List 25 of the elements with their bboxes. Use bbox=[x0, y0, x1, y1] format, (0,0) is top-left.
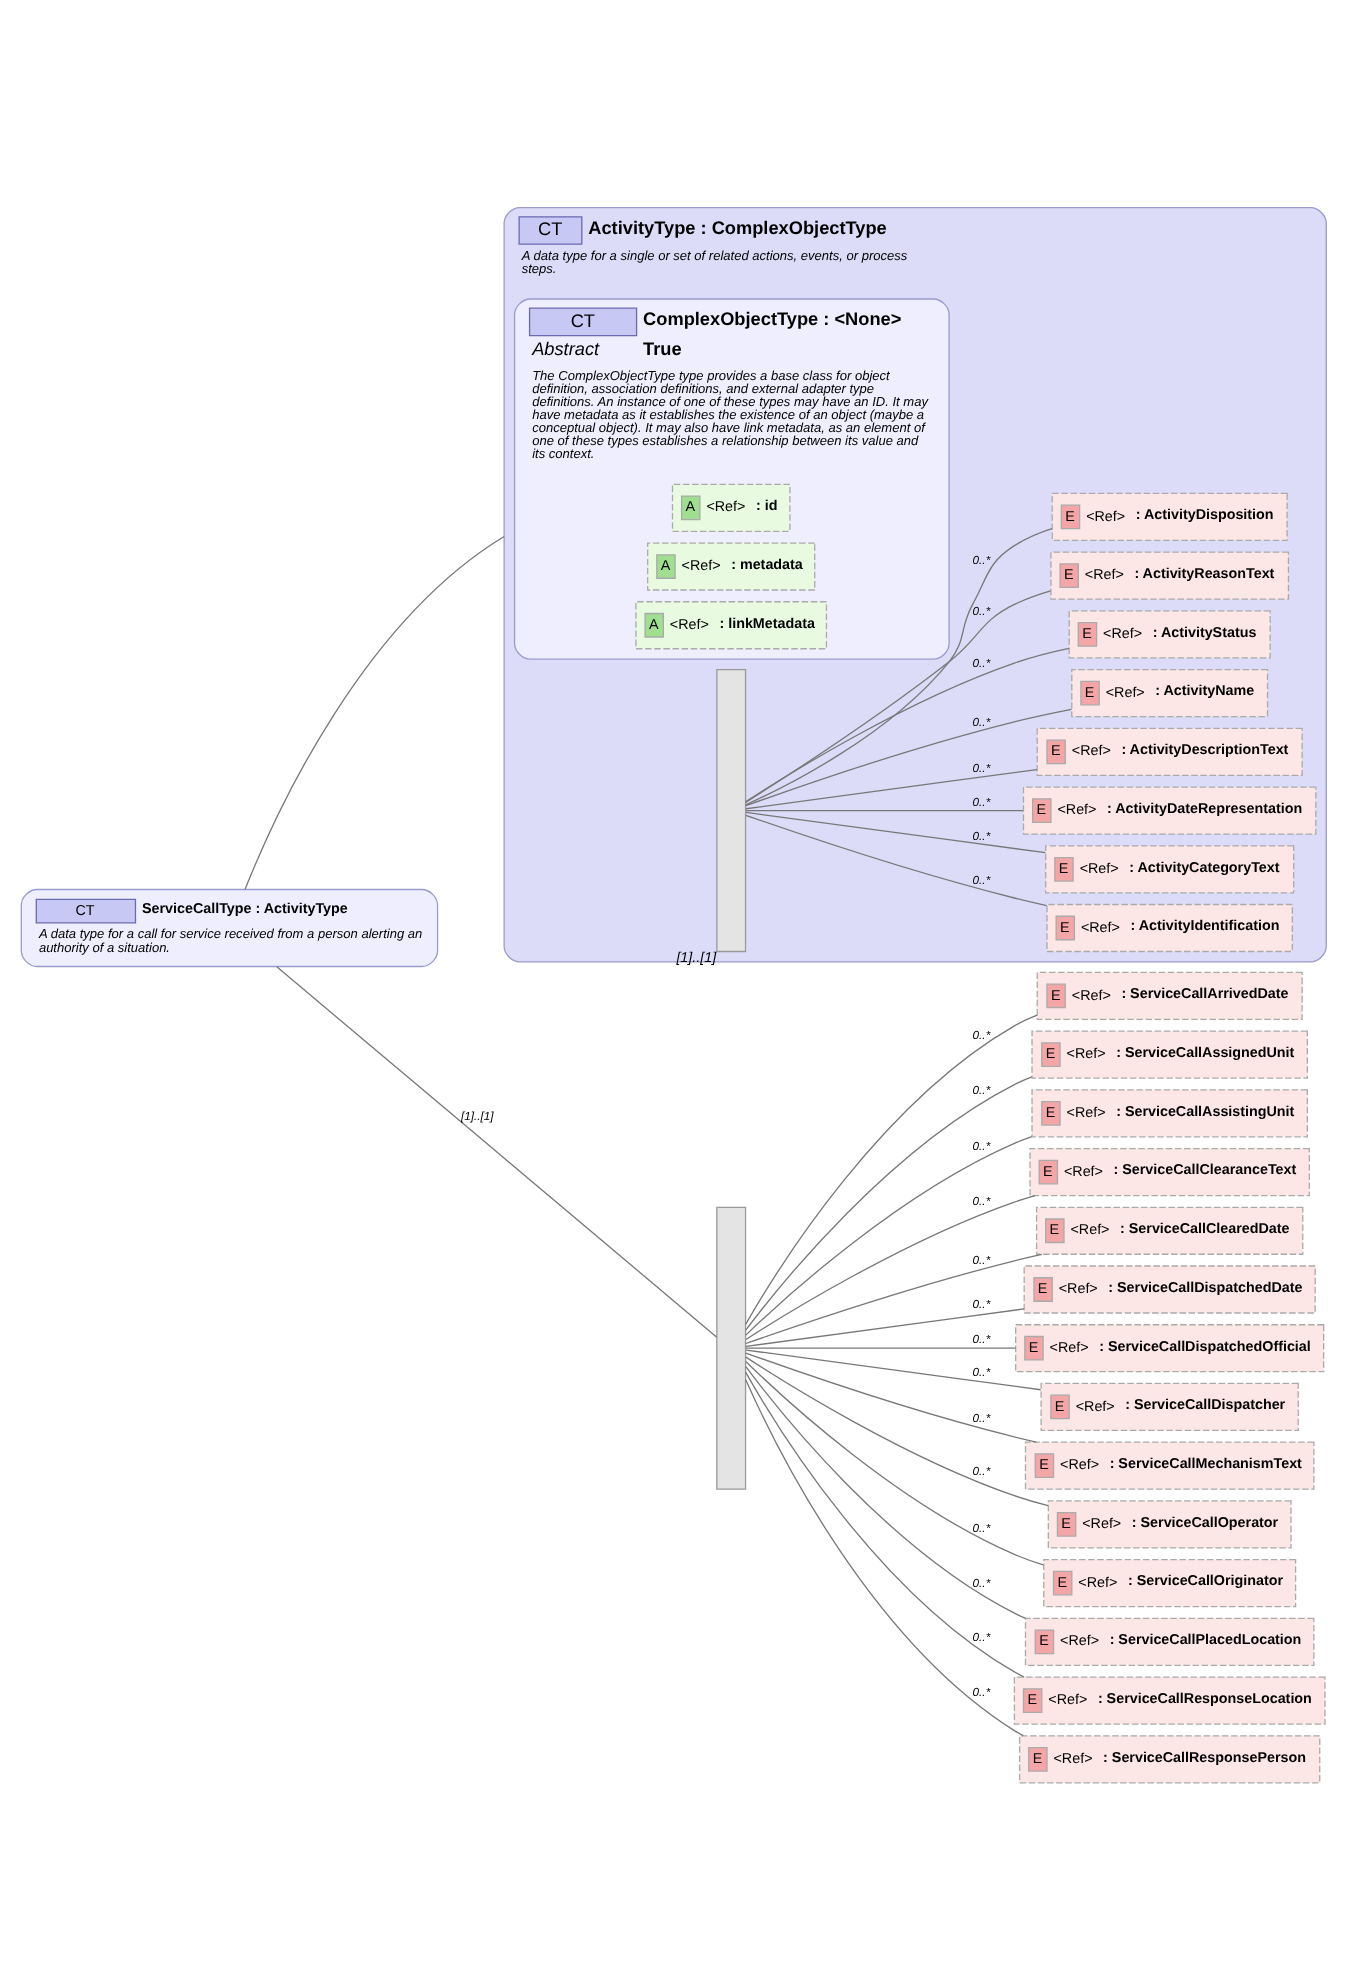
connector bbox=[745, 1351, 1037, 1442]
connector bbox=[745, 1355, 1049, 1506]
connector bbox=[745, 1346, 1017, 1348]
connector bbox=[745, 1348, 1042, 1390]
connector bbox=[244, 534, 505, 889]
connector bbox=[745, 813, 1048, 906]
connector bbox=[745, 810, 1047, 853]
connector bbox=[745, 767, 1038, 809]
connector bbox=[744, 589, 1052, 802]
connector bbox=[745, 1075, 1033, 1330]
node-bar bbox=[716, 668, 747, 952]
connector bbox=[744, 1370, 1025, 1677]
connector bbox=[745, 1134, 1033, 1335]
connector bbox=[745, 526, 1053, 805]
connector bbox=[745, 1364, 1027, 1618]
connector bbox=[745, 1359, 1045, 1565]
connector bbox=[745, 1013, 1038, 1325]
connector bbox=[745, 1252, 1043, 1344]
connector bbox=[745, 1378, 1024, 1736]
node-bar bbox=[716, 1205, 747, 1489]
connector bbox=[745, 1193, 1036, 1340]
connector bbox=[745, 707, 1073, 806]
connector bbox=[745, 1307, 1025, 1347]
connector bbox=[745, 808, 1024, 811]
connector bbox=[276, 965, 718, 1337]
